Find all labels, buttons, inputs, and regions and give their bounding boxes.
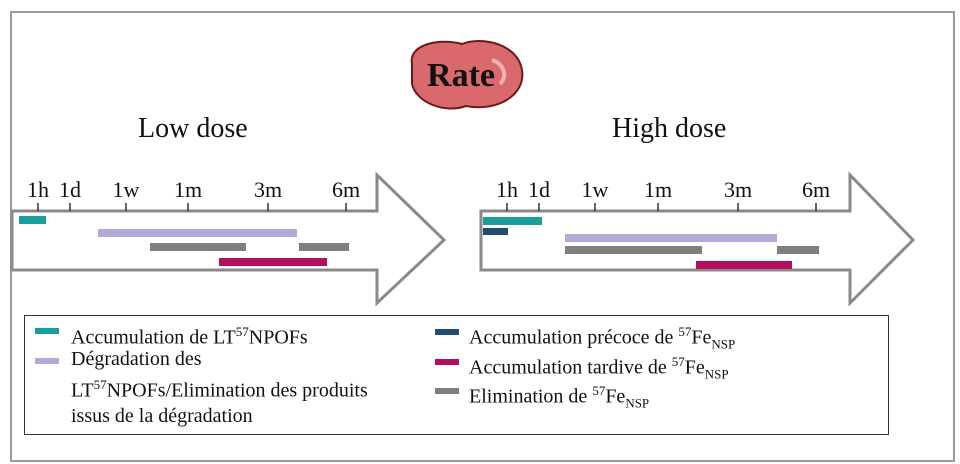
panel-title-low-dose: Low dose xyxy=(138,113,248,144)
bar-accumulation-lt-low xyxy=(19,216,46,224)
tick-label: 1w xyxy=(581,177,609,202)
legend-swatch-accumulation-lt xyxy=(35,328,59,334)
tick-label: 1d xyxy=(528,177,550,202)
tick-label: 3m xyxy=(253,177,283,202)
panel-title-high-dose: High dose xyxy=(612,113,727,144)
bar-elimination-low-1 xyxy=(150,243,246,251)
legend-swatch-elimination xyxy=(435,388,459,394)
bar-elimination-high-2 xyxy=(777,246,819,254)
tick-label: 6m xyxy=(331,177,361,202)
timeline-arrow-low-dose xyxy=(10,171,447,307)
tick-label: 1m xyxy=(643,177,673,202)
tick-label: 1h xyxy=(496,177,518,202)
tick-label: 1m xyxy=(173,177,203,202)
bar-degradation-low xyxy=(98,229,297,237)
tick-label: 1w xyxy=(112,177,140,202)
tick-label: 6m xyxy=(801,177,831,202)
legend: Accumulation de LT57NPOFs Dégradation de… xyxy=(24,315,889,435)
legend-item-elimination: Elimination de 57FeNSP xyxy=(469,383,650,411)
spleen-icon xyxy=(410,40,524,110)
bar-degradation-high xyxy=(565,234,777,242)
legend-swatch-accumulation-late xyxy=(435,359,459,365)
bar-accumulation-early-high xyxy=(483,228,508,235)
legend-swatch-degradation xyxy=(35,358,59,364)
bar-elimination-low-2 xyxy=(299,243,349,251)
bar-accumulation-late-high xyxy=(696,261,792,269)
tick-label: 3m xyxy=(723,177,753,202)
organ-label: Rate xyxy=(427,57,495,94)
legend-item-accumulation-lt: Accumulation de LT57NPOFs xyxy=(71,324,308,349)
tick-marks-low-dose xyxy=(37,203,347,211)
bar-accumulation-late-low xyxy=(219,258,327,266)
legend-item-accumulation-early: Accumulation précoce de 57FeNSP xyxy=(469,324,736,352)
legend-item-degradation: Dégradation des LT57NPOFs/Elimination de… xyxy=(71,348,368,427)
tick-label: 1h xyxy=(27,177,49,202)
tick-label: 1d xyxy=(59,177,81,202)
tick-marks-high-dose xyxy=(506,203,817,211)
bar-accumulation-lt-high xyxy=(483,217,542,225)
bar-elimination-high-1 xyxy=(565,246,702,254)
legend-swatch-accumulation-early xyxy=(435,329,459,335)
legend-item-accumulation-late: Accumulation tardive de 57FeNSP xyxy=(469,354,729,382)
